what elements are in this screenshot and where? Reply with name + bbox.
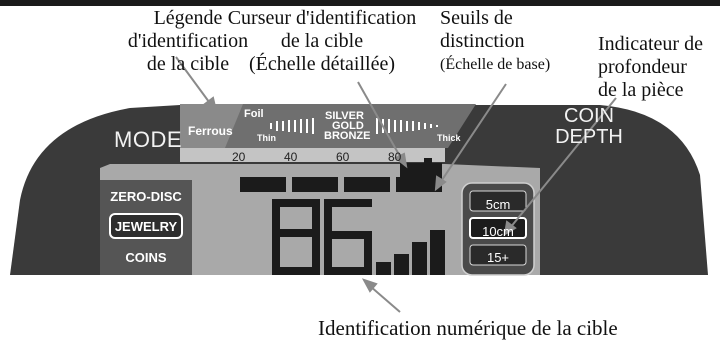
mode-zero-disc: ZERO-DISC	[110, 189, 182, 204]
legend-silver: SILVER	[325, 110, 364, 122]
mode-jewelry: JEWELRY	[114, 219, 178, 234]
legend-band	[180, 104, 476, 148]
legend-thick: Thick	[437, 133, 461, 143]
depth-5cm: 5cm	[485, 197, 511, 212]
depth-box-15plus	[469, 244, 527, 266]
legend-bronze: BRONZE	[324, 130, 371, 142]
mode-highlight-jewelry	[109, 213, 183, 239]
depth-box-10cm	[469, 217, 527, 239]
signal-strength-bars	[376, 230, 445, 275]
legend-gold: GOLD	[332, 120, 364, 132]
digit-8	[272, 199, 320, 275]
mode-coins: COINS	[125, 250, 167, 265]
mode-label: MODE	[114, 127, 182, 152]
legend-thin: Thin	[257, 133, 276, 143]
legend-ferrous-band	[180, 104, 243, 148]
digit-6	[324, 199, 372, 275]
scale-tick-80: 80	[388, 150, 402, 164]
scale-tick-20: 20	[232, 150, 246, 164]
callout-arrows	[175, 56, 617, 313]
scale-strip	[180, 148, 445, 162]
legend-foil: Foil	[244, 108, 264, 120]
coin-depth-label: COIN DEPTH	[555, 105, 623, 148]
depth-15plus: 15+	[486, 250, 510, 265]
legend-ferrous: Ferrous	[188, 124, 233, 138]
depth-10cm: 10cm	[482, 224, 514, 239]
callout-numeric-id: Identification numérique de la cible	[318, 316, 618, 340]
top-rule	[0, 0, 720, 6]
threshold-segments	[240, 177, 442, 192]
callout-thresholds: Seuils de distinction (Échelle de base)	[440, 7, 551, 73]
callout-legend: Légende d'identification de la cible	[127, 7, 249, 75]
depth-box-5cm	[469, 190, 527, 212]
scale-tick-40: 40	[284, 150, 298, 164]
scale-tick-60: 60	[336, 150, 350, 164]
callout-coin-depth: Indicateur de profondeur de la pièce	[598, 33, 703, 101]
callout-id-cursor: Curseur d'identification de la cible (Éc…	[227, 7, 417, 75]
id-cursor	[400, 158, 442, 177]
